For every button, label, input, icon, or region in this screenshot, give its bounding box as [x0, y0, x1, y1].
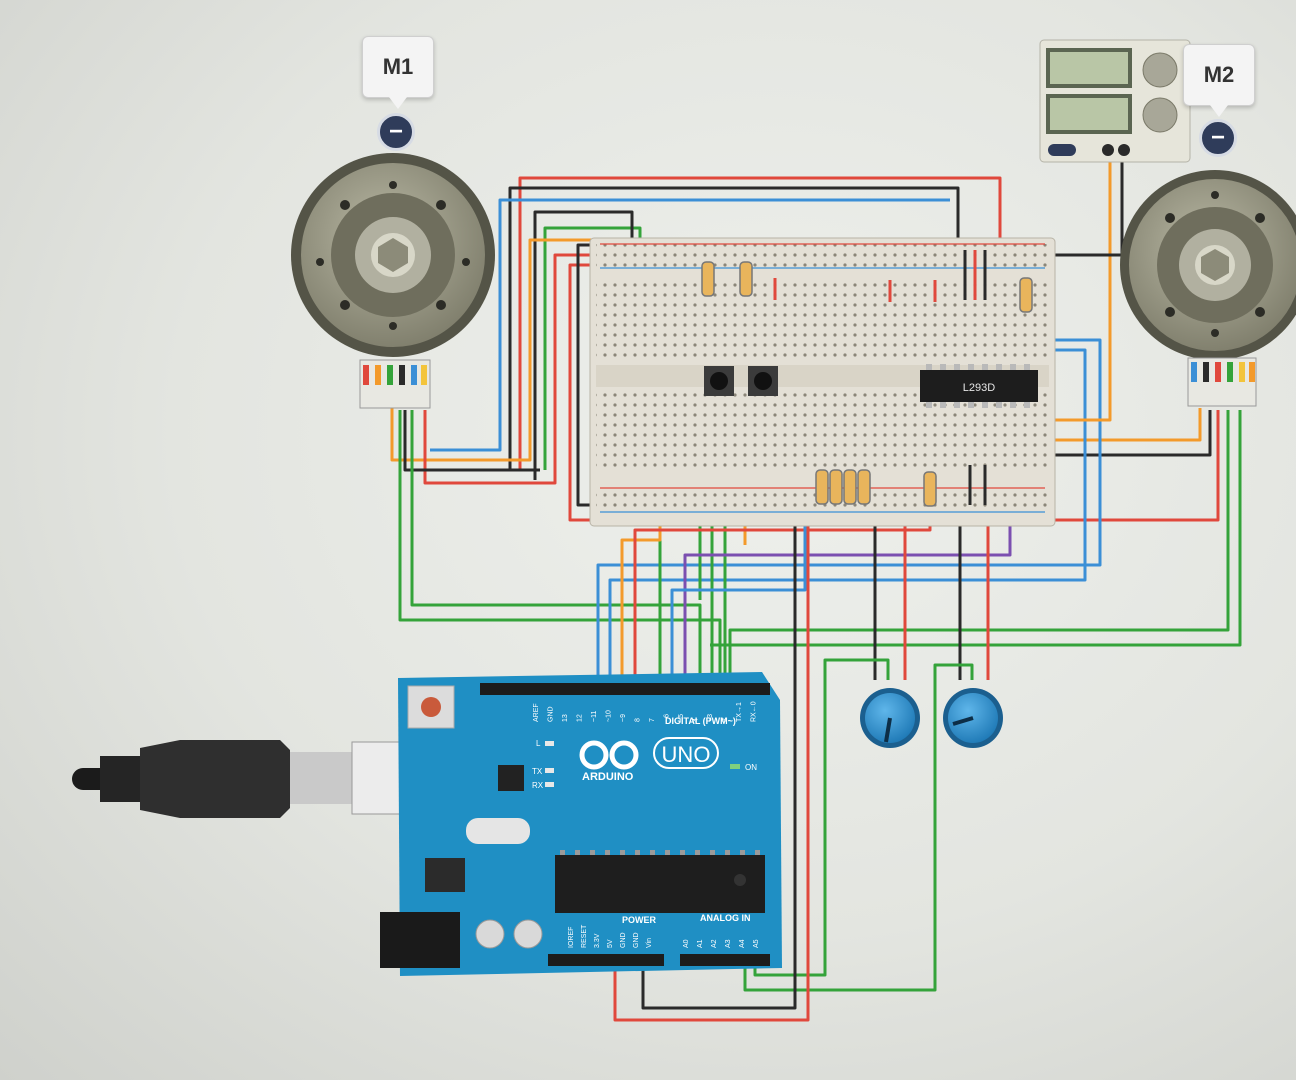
motor-m2-label: M2: [1203, 62, 1235, 87]
l-led-label: L: [536, 739, 541, 748]
motor-m1-label: M1: [382, 54, 414, 79]
wire-black-gnd[interactable]: [641, 510, 797, 1010]
power-header-label: POWER: [622, 915, 657, 925]
pin-label: Vin: [646, 938, 653, 948]
pin-label: GND: [633, 932, 640, 948]
wire-red-5v[interactable]: [613, 520, 810, 1022]
pin-label: 13: [562, 714, 569, 722]
wire-orange-meter[interactable]: [1030, 150, 1112, 422]
wire-black-m2[interactable]: [1030, 410, 1212, 457]
potentiometer-1[interactable]: [860, 688, 920, 748]
digital-pin-labels: AREF GND 13 12 ~11 ~10 ~9 8 7 ~6 ~5 4 ~3 2 TX→1 RX←0: [533, 701, 758, 722]
pin-label: 8: [635, 718, 642, 722]
digital-header-label: DIGITAL (PWM~): [665, 716, 736, 726]
power-pin-labels: IOREF RESET 3.3V 5V GND GND Vin: [568, 924, 653, 948]
wire-black-m1[interactable]: [533, 210, 634, 480]
jumper-wires: [773, 250, 987, 505]
pin-label: A4: [739, 939, 746, 948]
wire-orange-m2[interactable]: [1020, 408, 1202, 442]
motor-m2-callout[interactable]: M2: [1183, 44, 1255, 117]
motor-m2-remove-icon[interactable]: −: [1199, 119, 1237, 157]
motor-m1-remove-icon[interactable]: −: [377, 113, 415, 151]
pin-label: A2: [711, 939, 718, 948]
pin-label: ~9: [620, 714, 627, 722]
wire-green-pot1-wiper[interactable]: [753, 658, 890, 977]
pin-label: ~5: [678, 714, 685, 722]
pin-label: RESET: [581, 924, 588, 948]
on-led-label: ON: [745, 763, 757, 772]
pin-label: 7: [649, 718, 656, 722]
pin-label: A0: [683, 939, 690, 948]
wire-green-m1-long[interactable]: [398, 410, 722, 682]
pin-label: ~6: [664, 714, 671, 722]
pin-label: AREF: [533, 703, 540, 722]
pin-label: ~3: [707, 714, 714, 722]
push-button-1[interactable]: [704, 366, 734, 396]
wire-green-m1-long2[interactable]: [410, 410, 702, 682]
wire-blue-d8[interactable]: [670, 470, 807, 682]
arduino-logo: ARDUINO: [582, 771, 634, 783]
pin-label: IOREF: [568, 927, 575, 948]
rx-led-label: RX: [532, 781, 544, 790]
resistors-top[interactable]: [701, 261, 1033, 313]
multimeter[interactable]: [1039, 39, 1191, 163]
analog-pin-labels: A0 A1 A2 A3 A4 A5: [683, 939, 760, 948]
l293d-chip[interactable]: L293D: [920, 364, 1038, 408]
potentiometer-2[interactable]: [943, 688, 1003, 748]
pin-label: 2: [722, 718, 729, 722]
resistors-bottom[interactable]: [815, 469, 937, 507]
pin-label: ~11: [591, 711, 598, 722]
pin-label: A3: [725, 939, 732, 948]
l293d-label: L293D: [963, 382, 995, 394]
motor-m1[interactable]: [291, 153, 495, 409]
pin-label: ~10: [606, 710, 613, 722]
wire-green-m2-long[interactable]: [728, 410, 1230, 682]
motor-m1-callout[interactable]: M1: [362, 36, 434, 109]
tx-led-label: TX: [532, 767, 543, 776]
pin-label: GND: [548, 706, 555, 722]
pin-label: RX←0: [751, 701, 758, 722]
wire-black-m1b[interactable]: [403, 410, 540, 472]
pin-label: 3.3V: [594, 933, 601, 948]
pin-label: 4: [693, 718, 700, 722]
analog-header-label: ANALOG IN: [700, 913, 751, 923]
wire-blue-m2b[interactable]: [596, 338, 1102, 682]
pin-label: A5: [753, 939, 760, 948]
wire-blue-top[interactable]: [430, 198, 950, 452]
pin-label: 12: [577, 714, 584, 722]
arduino-uno[interactable]: ARDUINO UNO DIGITAL (PWM~) POWER ANALOG …: [380, 672, 782, 976]
motor-m2[interactable]: [1120, 170, 1296, 407]
arduino-model: UNO: [662, 742, 711, 767]
pin-label: 5V: [607, 939, 614, 948]
pin-label: A1: [697, 939, 704, 948]
push-button-2[interactable]: [748, 366, 778, 396]
pin-label: GND: [620, 932, 627, 948]
usb-cable[interactable]: [72, 740, 413, 818]
arduino-infinity-icon: [579, 740, 639, 770]
pin-label: TX→1: [736, 702, 743, 722]
wire-orange-m1[interactable]: [390, 238, 610, 462]
wire-green-pot2-wiper[interactable]: [743, 663, 974, 992]
wire-green-m2-long2[interactable]: [710, 410, 1242, 647]
wire-red-m2[interactable]: [1030, 410, 1220, 522]
on-led: [730, 764, 740, 769]
